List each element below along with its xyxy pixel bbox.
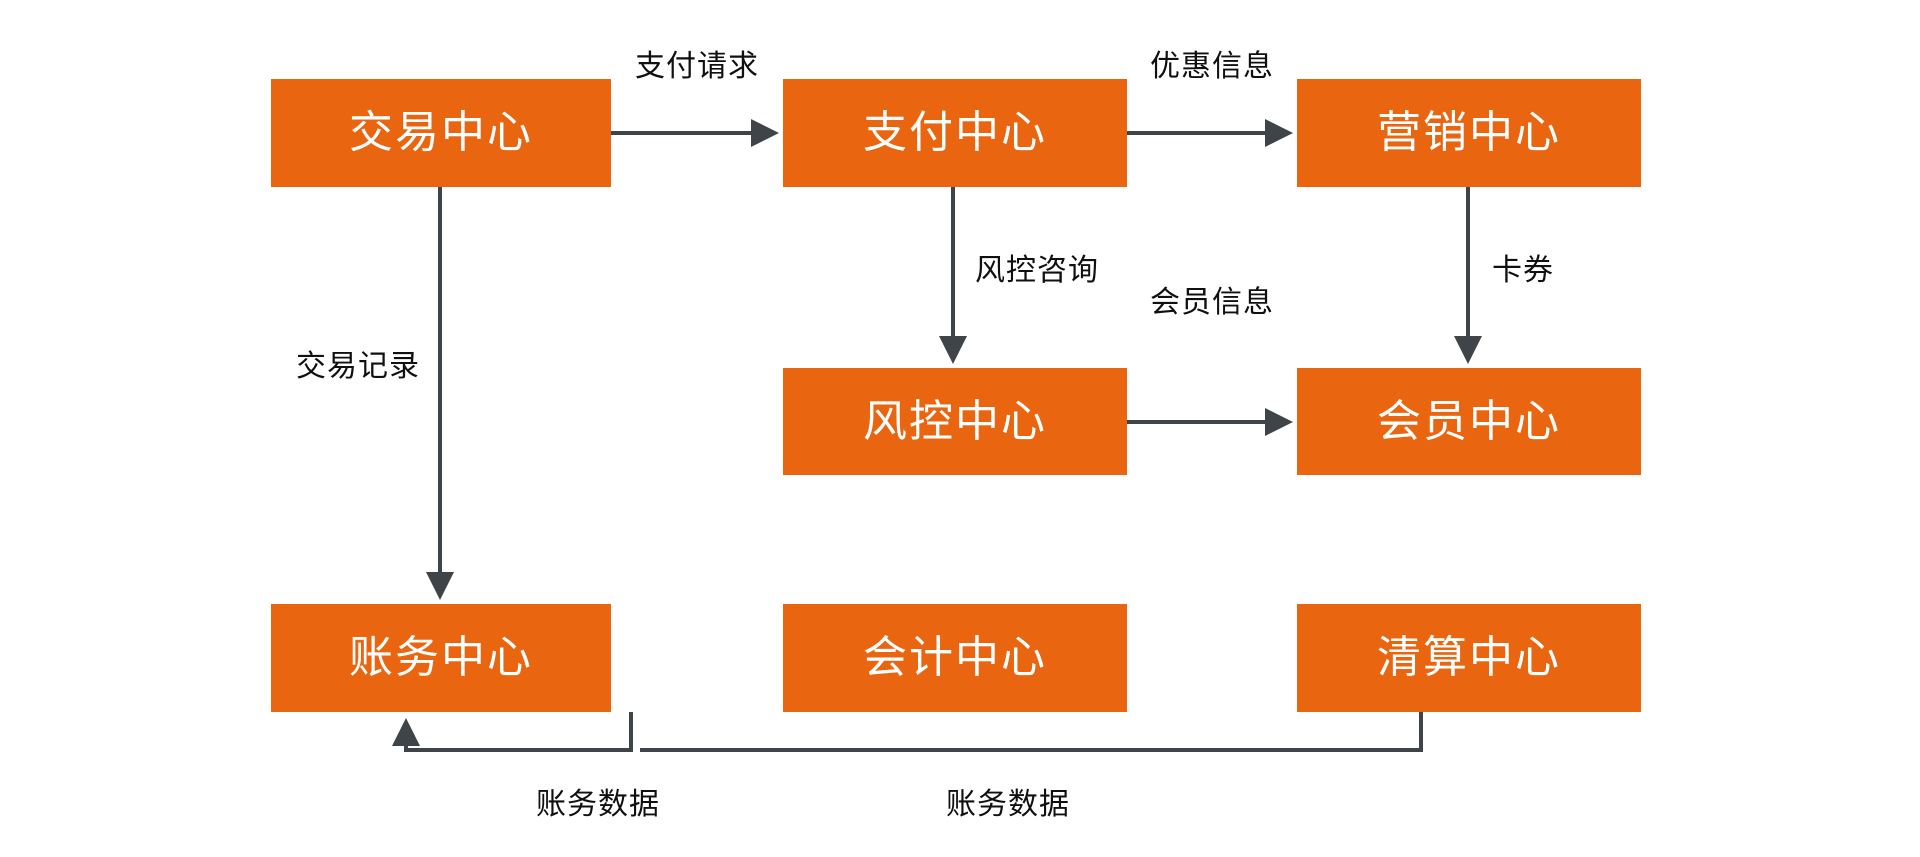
edge-settlement-to-account <box>640 712 1423 752</box>
node-label: 风控中心 <box>863 396 1047 446</box>
edge-accounting-to-account <box>392 712 633 752</box>
node-payment-center[interactable]: 支付中心 <box>783 79 1127 187</box>
node-marketing-center[interactable]: 营销中心 <box>1297 79 1641 187</box>
node-settlement-center[interactable]: 清算中心 <box>1297 604 1641 712</box>
edge-label-account-data-left: 账务数据 <box>536 788 660 821</box>
node-account-center[interactable]: 账务中心 <box>271 604 611 712</box>
node-trade-center[interactable]: 交易中心 <box>271 79 611 187</box>
edge-label-member-info: 会员信息 <box>1150 286 1274 319</box>
node-label: 会计中心 <box>863 633 1047 682</box>
node-accounting-center[interactable]: 会计中心 <box>783 604 1127 712</box>
node-member-center[interactable]: 会员中心 <box>1297 368 1641 475</box>
edge-label-coupon: 卡券 <box>1492 254 1554 287</box>
node-label: 清算中心 <box>1377 633 1561 682</box>
edge-label-risk-consultation: 风控咨询 <box>975 254 1099 287</box>
edge-label-promotion-info: 优惠信息 <box>1150 50 1274 83</box>
node-label: 会员中心 <box>1377 396 1561 446</box>
node-label: 支付中心 <box>863 108 1047 157</box>
edge-label-account-data-right: 账务数据 <box>946 788 1070 821</box>
node-label: 交易中心 <box>349 108 533 157</box>
node-label: 账务中心 <box>349 633 533 682</box>
node-label: 营销中心 <box>1377 108 1561 157</box>
edge-label-trade-record: 交易记录 <box>296 350 420 383</box>
node-risk-control-center[interactable]: 风控中心 <box>783 368 1127 475</box>
edge-label-payment-request: 支付请求 <box>635 50 759 83</box>
